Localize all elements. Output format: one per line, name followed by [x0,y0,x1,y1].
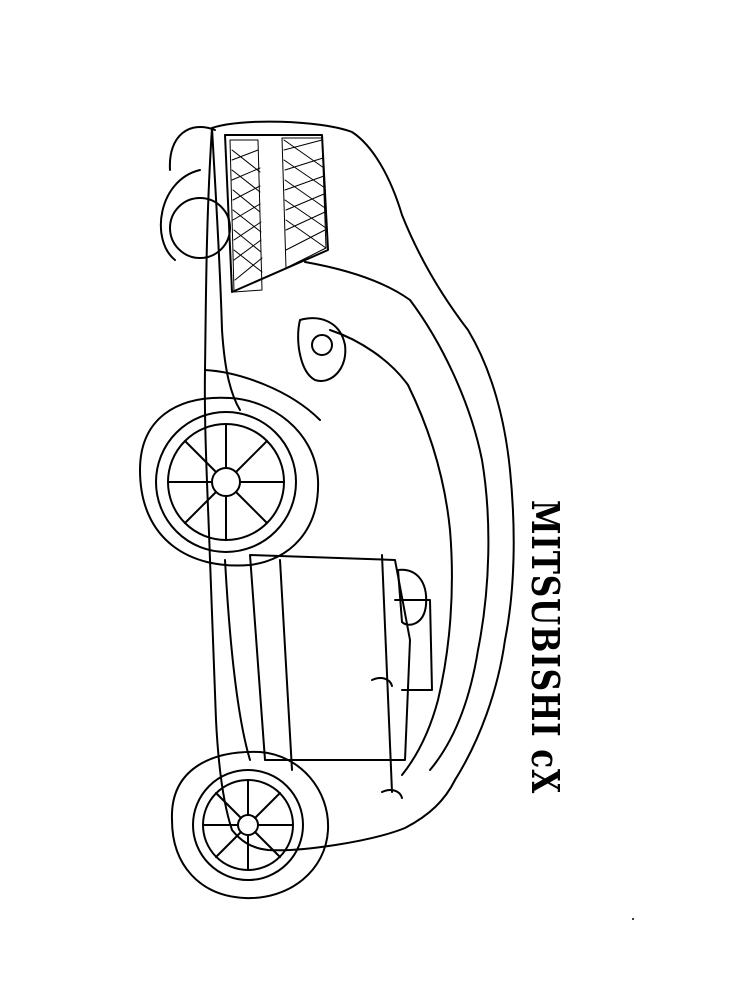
middle-wheel [139,396,320,567]
window-line [329,329,453,776]
stray-dot [632,918,634,920]
fog-light [311,334,333,356]
door-handle-front [371,677,393,687]
stray-dot [540,543,542,545]
roof-line [304,261,490,771]
car-body-outline [203,120,515,852]
b-pillar [394,599,433,691]
side-window [249,554,411,761]
door-line [279,559,293,771]
grille-mesh [229,137,327,293]
door-handle-rear [381,789,403,799]
rear-wheel [170,750,330,900]
front-top-wheel [160,125,231,261]
headlight [297,317,347,382]
mirror [397,568,428,626]
side-accent [204,369,321,421]
hood [211,127,241,411]
model-title: MITSUBISHI cX [523,500,568,795]
front-fascia [224,134,329,293]
sill-line [224,559,251,761]
rear-door-line [381,554,393,793]
